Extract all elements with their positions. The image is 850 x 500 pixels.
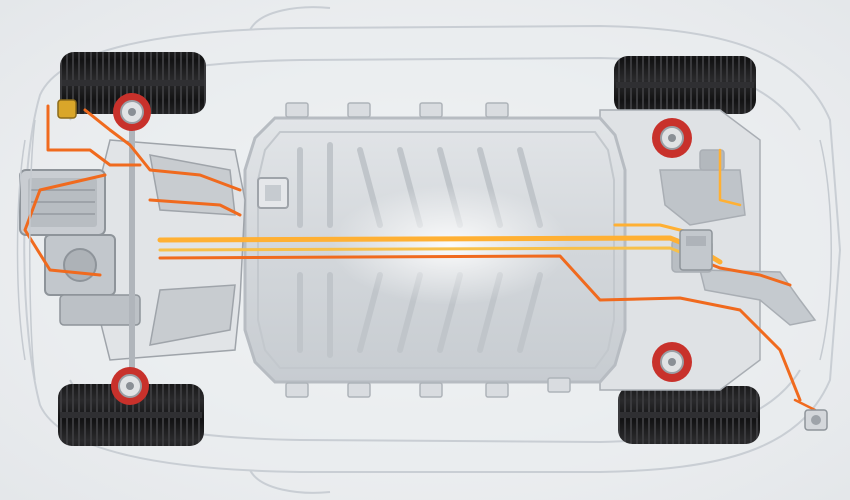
wheel-front-left: [60, 52, 206, 114]
rear-inverter: [679, 229, 713, 271]
wheel-rear-right: [618, 386, 760, 444]
coolant-reservoir: [57, 99, 77, 119]
wheel-rear-left: [614, 56, 756, 114]
wheel-front-right: [58, 384, 204, 446]
rear-fascia: [819, 139, 832, 361]
brake-rear-right: [652, 342, 692, 382]
brake-front-right: [111, 367, 149, 405]
drive-motor: [19, 169, 141, 326]
brake-front-left: [113, 93, 151, 131]
brake-rear-left: [652, 118, 692, 158]
charge-port: [804, 409, 828, 431]
front-fascia: [16, 119, 36, 381]
